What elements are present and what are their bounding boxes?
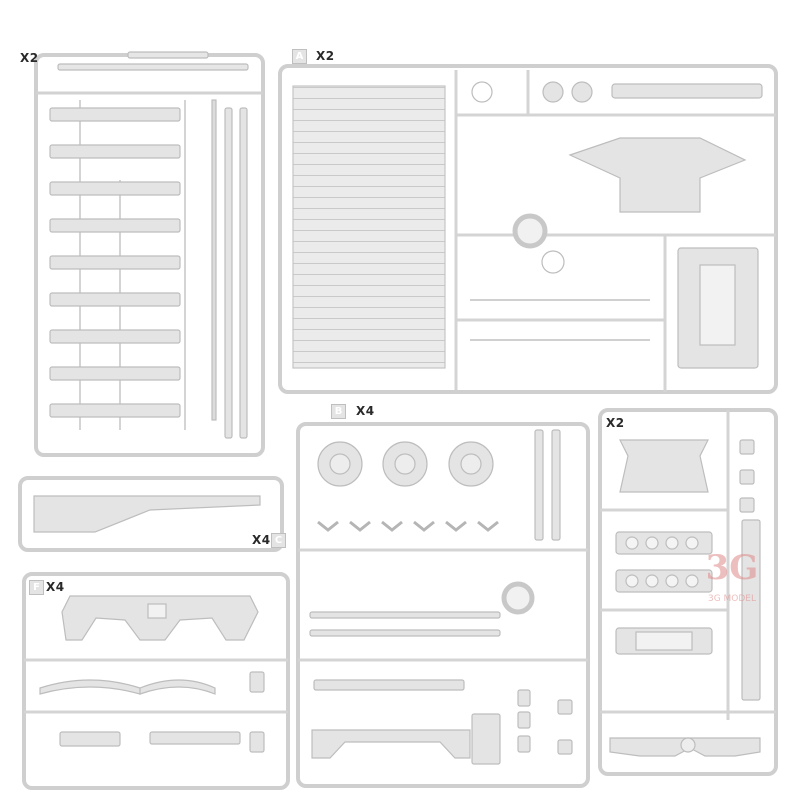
watermark-big-text: 3G xyxy=(705,548,759,588)
sprue-qty-b: X4 xyxy=(356,404,375,418)
sprue-a xyxy=(278,64,778,394)
sprue-frame-lower-right xyxy=(598,408,778,776)
bracket-part-1 xyxy=(59,731,121,747)
bolster-part xyxy=(619,439,709,493)
sprue-frame-f xyxy=(22,572,290,790)
long-rail-part-1 xyxy=(224,107,233,439)
cross-frame-part xyxy=(568,137,747,213)
slat-part-4 xyxy=(49,218,181,233)
sprue-lower-right xyxy=(598,408,778,776)
sprue-qty-a: X2 xyxy=(316,49,335,63)
centre-ring xyxy=(512,213,548,249)
sprue-b xyxy=(296,422,590,788)
plate-part-b xyxy=(471,713,501,765)
sprue-f xyxy=(22,572,290,790)
sprue-c xyxy=(18,476,284,552)
rod-part-1 xyxy=(309,611,501,619)
slat-part-5 xyxy=(49,255,181,270)
plate-holes-part-2 xyxy=(615,569,713,593)
rod-part-2 xyxy=(309,629,501,637)
sprue-letter-f: F xyxy=(29,580,44,595)
slat-part-3 xyxy=(49,181,181,196)
sprue-qty-upper-left: X2 xyxy=(20,51,39,65)
axle-part-2 xyxy=(551,429,561,541)
sprue-letter-a: A xyxy=(292,49,307,64)
rail-part-b xyxy=(313,679,465,691)
sprue-qty-c: X4 xyxy=(252,533,271,547)
ring-part-b xyxy=(501,581,535,615)
handwheel-part xyxy=(471,81,493,103)
watermark-small-text: 3G MODEL xyxy=(707,594,757,604)
bar-part xyxy=(611,83,763,99)
bracket-part-2 xyxy=(149,731,241,745)
slat-part-8 xyxy=(49,366,181,381)
clip-row xyxy=(317,520,499,532)
long-rail-part-2 xyxy=(239,107,248,439)
watermark-logo: 3G 3G MODEL xyxy=(684,548,780,618)
spring-part-2 xyxy=(139,679,216,695)
sprue-frame-b xyxy=(296,422,590,788)
tall-strip-part xyxy=(741,519,761,701)
sprue-letter-b: B xyxy=(331,404,346,419)
disc-part-2 xyxy=(571,81,593,103)
slat-part-2 xyxy=(49,144,181,159)
sprue-frame-c xyxy=(18,476,284,552)
slat-part-9 xyxy=(49,403,181,418)
slat-part-7 xyxy=(49,329,181,344)
sprue-upper-left xyxy=(34,51,265,457)
axle-part-1 xyxy=(534,429,544,541)
sprue-qty-lower-right: X2 xyxy=(606,416,625,430)
sprue-letter-c: C xyxy=(271,533,286,548)
sprue-qty-f: X4 xyxy=(46,580,65,594)
disc-part-1 xyxy=(542,81,564,103)
arch-part-b xyxy=(311,729,471,759)
slat-part-1 xyxy=(49,107,181,122)
sprue-frame-a xyxy=(278,64,778,394)
spring-part-1 xyxy=(39,679,141,695)
beam-part xyxy=(33,495,261,533)
plate-holes-part-1 xyxy=(615,531,713,555)
slat-part-6 xyxy=(49,292,181,307)
top-rail-part xyxy=(57,63,249,71)
deck-panel-part xyxy=(292,85,446,369)
